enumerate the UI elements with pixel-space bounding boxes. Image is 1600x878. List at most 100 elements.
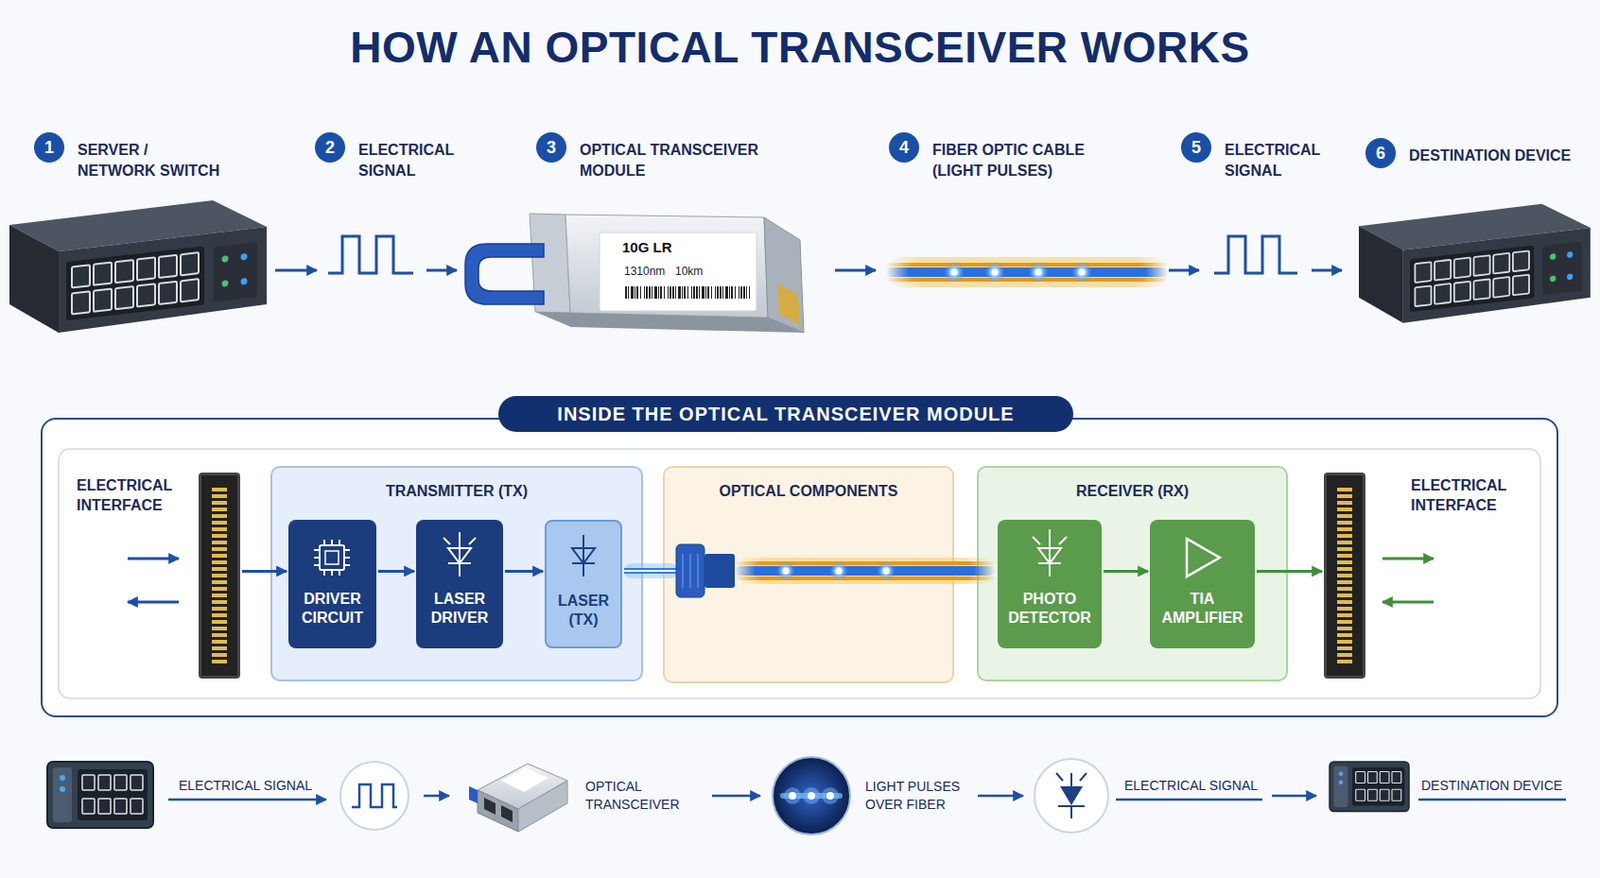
fiber-cable	[991, 269, 999, 277]
chip-icon	[319, 545, 345, 571]
source-switch	[9, 200, 267, 333]
square-wave	[328, 236, 414, 274]
internal-fiber	[782, 568, 790, 575]
light-circle	[788, 792, 797, 800]
signal-circle	[340, 762, 409, 831]
summary-arrows	[712, 795, 761, 799]
step-marker: 6DESTINATION DEVICE	[1365, 138, 1600, 169]
process-box: PHOTO DETECTOR	[997, 520, 1102, 649]
fiber-cable	[1027, 261, 1049, 283]
flow-arrow	[1256, 570, 1322, 574]
fiber-cable	[886, 262, 1168, 267]
internal-fiber	[776, 561, 796, 581]
step-marker: 4FIBER OPTIC CABLE (LIGHT PULSES)	[888, 132, 1096, 182]
module-icon	[518, 781, 568, 833]
internal-fiber	[734, 566, 995, 576]
summary-arrows	[1271, 795, 1317, 799]
interface-connector: ELECTRICAL INTERFACE	[1323, 472, 1366, 679]
laser-beam	[624, 563, 679, 579]
step-label: ELECTRICAL SIGNAL	[1224, 139, 1331, 182]
internal-fiber	[734, 557, 995, 585]
step-label: OPTICAL TRANSCEIVER MODULE	[579, 139, 766, 182]
fiber-connector	[676, 544, 735, 598]
module-icon	[501, 805, 513, 823]
laser-icon	[572, 535, 595, 577]
fiber-cable	[951, 269, 958, 277]
photodiode-circle	[1034, 759, 1109, 834]
fiber-cable	[1071, 261, 1093, 283]
source-switch	[9, 200, 267, 333]
laser-diode-icon	[443, 532, 476, 577]
fiber-connector	[676, 544, 705, 598]
summary-arrows	[1418, 799, 1566, 802]
fiber-cable	[886, 278, 1168, 282]
light-circle	[780, 793, 843, 800]
light-circle	[807, 792, 816, 800]
signal-circle	[340, 762, 409, 831]
amplifier-icon	[1186, 539, 1220, 577]
internal-fiber	[835, 568, 843, 575]
module-label-text: 1310nm	[624, 264, 665, 279]
step-number: 1	[34, 132, 65, 163]
flow-arrow	[1103, 570, 1148, 574]
laser-beam	[624, 563, 679, 579]
flow-label: DESTINATION DEVICE	[1421, 777, 1563, 796]
interface-connector: ELECTRICAL INTERFACE	[198, 472, 241, 679]
destination-switch	[1358, 204, 1591, 324]
internal-fiber	[876, 561, 896, 581]
diagram-title: HOW AN OPTICAL TRANSCEIVER WORKS	[0, 20, 1600, 74]
process-box: LASER DRIVER	[416, 520, 504, 649]
fiber-cable	[984, 261, 1006, 283]
square-wave	[1214, 236, 1298, 274]
module-icon	[469, 786, 478, 804]
flow-arrow	[504, 570, 543, 574]
transceiver-module	[565, 214, 768, 318]
flow-arrow-art	[834, 269, 876, 273]
connector-label: ELECTRICAL INTERFACE	[1410, 475, 1517, 516]
laser-beam	[624, 568, 679, 574]
flow-label: ELECTRICAL SIGNAL	[1124, 777, 1258, 796]
interface-arrows	[127, 601, 179, 605]
module-icon	[484, 798, 496, 816]
stage-group: TRANSMITTER (TX) DRIVER CIRCUIT LASER DRIV…	[270, 466, 644, 682]
transceiver-module	[764, 217, 804, 333]
process-box: LASER (TX)	[544, 520, 623, 649]
fiber-cable	[886, 257, 1168, 288]
laser-diode-icon	[448, 548, 471, 564]
group-heading: RECEIVER (RX)	[978, 468, 1287, 502]
internal-fiber	[734, 561, 995, 566]
flow-arrow-art	[275, 269, 1342, 273]
fiber-connector	[682, 554, 698, 589]
square-wave	[328, 236, 1298, 274]
photodiode-circle	[1060, 786, 1083, 806]
step-number: 6	[1365, 138, 1396, 169]
stage-group: RECEIVER (RX)PHOTO DETECTORTIA AMPLIFIER	[976, 466, 1288, 682]
fiber-cable	[886, 257, 1168, 288]
photodiode-circle	[1056, 773, 1087, 819]
chip-icon	[313, 539, 350, 576]
group-heading: TRANSMITTER (TX)	[272, 468, 642, 502]
step-marker: 1SERVER / NETWORK SWITCH	[34, 132, 226, 182]
photodiode-icon	[1038, 548, 1061, 564]
inner-frame	[58, 449, 1541, 699]
laser-icon	[572, 548, 595, 564]
step-label: ELECTRICAL SIGNAL	[358, 139, 465, 182]
process-box: DRIVER CIRCUIT	[288, 520, 377, 649]
module-label-text: 10G LR	[622, 239, 673, 257]
flow-arrow-art	[426, 269, 457, 273]
interface-arrows	[1382, 601, 1434, 605]
fiber-cable	[886, 267, 1168, 278]
chip-icon	[313, 539, 350, 576]
transceiver-module	[599, 232, 757, 312]
module-icon	[477, 764, 568, 810]
light-circle	[772, 757, 851, 835]
destination-icon	[1329, 762, 1409, 813]
group-heading: OPTICAL COMPONENTS	[664, 468, 953, 502]
photodiode-icon	[1032, 529, 1067, 545]
flow-arrow	[378, 570, 415, 574]
step-number: 3	[536, 132, 567, 163]
fiber-connector	[704, 554, 735, 589]
step-number: 2	[314, 132, 346, 163]
